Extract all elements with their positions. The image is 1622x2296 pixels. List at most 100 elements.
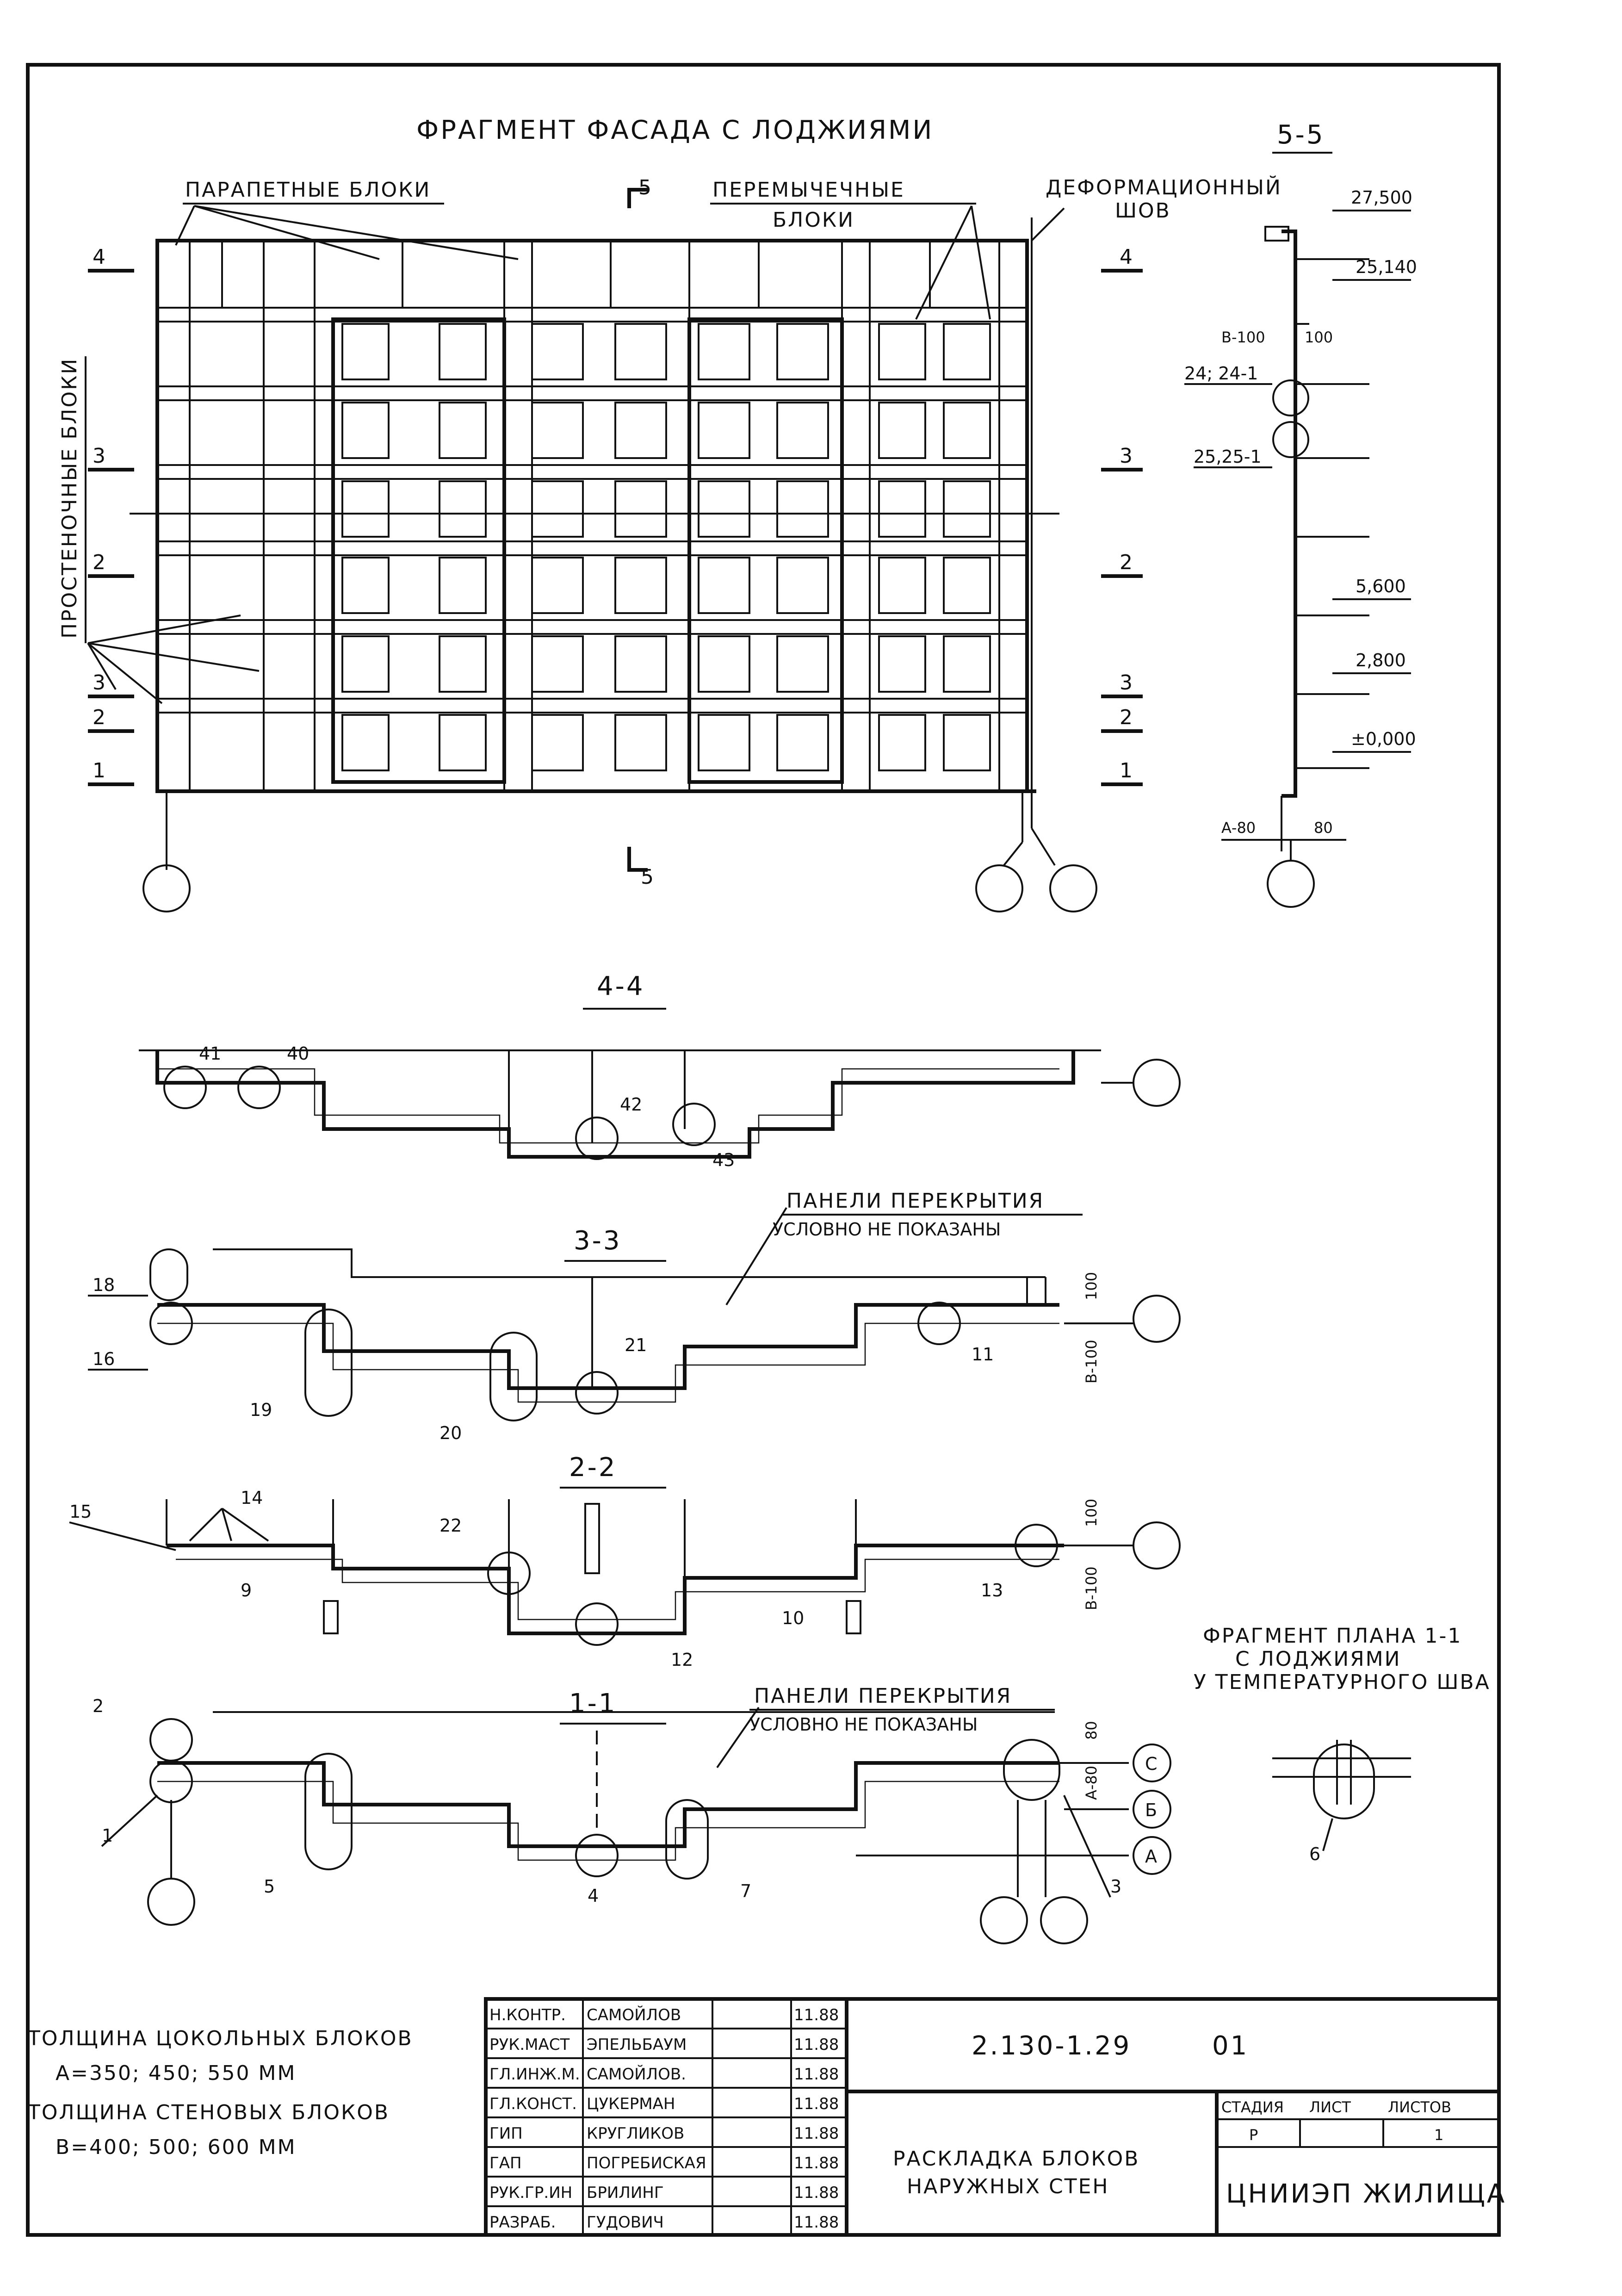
elevation-25140: 25,140 [1356,257,1417,277]
header-sheet: ЛИСТ [1309,2098,1351,2116]
section-5-5-title: 5-5 [1277,120,1325,150]
svg-text:20: 20 [440,1423,462,1443]
svg-text:ПАНЕЛИ ПЕРЕКРЫТИЯ: ПАНЕЛИ ПЕРЕКРЫТИЯ [786,1189,1044,1213]
node-6 [1313,1744,1375,1819]
stamp-name-2: САМОЙЛОВ. [587,2065,686,2084]
plan-2-2: 2-2 15 14 9 22 10 12 13 В-100 100 [69,1452,1181,1670]
stamp-role-2: ГЛ.ИНЖ.М. [489,2065,580,2084]
sheets-value: 1 [1434,2126,1443,2144]
axis-bubble-1 [142,864,191,912]
sheet-code: 01 [1212,2031,1249,2061]
section-mark-5-top: 5 [638,176,653,199]
svg-text:ПАНЕЛИ ПЕРЕКРЫТИЯ: ПАНЕЛИ ПЕРЕКРЫТИЯ [754,1684,1012,1708]
svg-text:15: 15 [69,1502,92,1522]
stamp-date-2: 11.88 [794,2065,839,2084]
sheet-frame [26,63,1501,2237]
stamp-date-5: 11.88 [794,2154,839,2172]
svg-text:100: 100 [1083,1499,1100,1527]
svg-text:6: 6 [1309,1844,1320,1864]
svg-text:40: 40 [287,1043,309,1064]
dim-a80-val: 80 [1314,819,1333,837]
stamp-role-3: ГЛ.КОНСТ. [489,2095,577,2113]
wall-title: ТОЛЩИНА СТЕНОВЫХ БЛОКОВ [27,2101,390,2124]
node-12 [575,1602,619,1646]
axis-bubble-p11-3 [1040,1896,1088,1944]
svg-text:2: 2 [93,1696,104,1716]
callout-24: 24; 24-1 [1184,363,1258,384]
svg-text:1: 1 [93,759,107,782]
stamp-name-4: КРУГЛИКОВ [587,2124,684,2143]
svg-text:18: 18 [93,1275,115,1295]
svg-text:В-100: В-100 [1083,1340,1100,1384]
svg-text:42: 42 [620,1094,642,1115]
stamp-date-3: 11.88 [794,2095,839,2113]
svg-text:5: 5 [264,1876,275,1897]
thickness-notes: ТОЛЩИНА ЦОКОЛЬНЫХ БЛОКОВ А=350; 450; 550… [27,2027,413,2159]
stamp-role-7: РАЗРАБ. [489,2213,556,2232]
axis-bubble-22 [1133,1521,1181,1570]
node-22 [487,1551,531,1595]
svg-text:16: 16 [93,1349,115,1369]
plinth-title: ТОЛЩИНА ЦОКОЛЬНЫХ БЛОКОВ [27,2027,413,2050]
svg-text:УСЛОВНО НЕ ПОКАЗАНЫ: УСЛОВНО НЕ ПОКАЗАНЫ [749,1714,978,1735]
stamp-name-7: ГУДОВИЧ [587,2213,664,2232]
section-5-5: 5-5 27,500 25,140 5,600 2,800 ±0,000 В-1… [1184,120,1417,908]
plan-2-2-title: 2-2 [569,1452,617,1483]
label-lintel-blocks: ПЕРЕМЫЧЕЧНЫЕ [712,178,905,202]
svg-text:У ТЕМПЕРАТУРНОГО ШВА: У ТЕМПЕРАТУРНОГО ШВА [1194,1670,1491,1694]
stamp-role-6: РУК.ГР.ИН [489,2184,572,2202]
plan-1-1: 1-1 2 1 5 4 7 3 А-80 80 С Б А [93,1688,1171,1944]
header-stage: СТАДИЯ [1221,2098,1284,2116]
cut-marks-right: 4 3 2 3 2 1 [1101,245,1143,786]
cut-marks-left: 4 3 2 3 2 1 [88,245,134,786]
svg-text:11: 11 [972,1344,994,1365]
svg-text:2: 2 [93,706,107,729]
node-7 [665,1799,709,1880]
plan-4-4: 4-4 41 40 42 43 [139,971,1181,1170]
svg-text:4: 4 [1120,245,1134,269]
svg-text:80: 80 [1083,1721,1100,1740]
svg-text:22: 22 [440,1515,462,1536]
svg-text:2: 2 [1120,551,1134,574]
svg-text:В-100: В-100 [1083,1566,1100,1610]
svg-text:С ЛОДЖИЯМИ: С ЛОДЖИЯМИ [1235,1647,1401,1671]
facade-drawing: ФРАГМЕНТ ФАСАДА С ЛОДЖИЯМИ ПАРАПЕТНЫЕ БЛ… [58,115,1282,912]
svg-text:1: 1 [1120,759,1134,782]
stamp-role-0: Н.КОНТР. [489,2006,566,2024]
svg-text:А: А [1145,1846,1157,1867]
node-13 [1015,1524,1058,1567]
elevation-0000: ±0,000 [1351,729,1416,749]
svg-text:2: 2 [93,551,107,574]
node-5 [304,1753,353,1870]
node-41 [163,1066,207,1109]
svg-text:3: 3 [1120,444,1134,468]
stamp-role-5: ГАП [489,2154,522,2172]
node-21 [575,1371,619,1415]
stage-value: Р [1249,2126,1258,2144]
label-deformation-joint: ДЕФОРМАЦИОННЫЙ [1046,175,1282,199]
node-18 [149,1248,188,1301]
svg-text:7: 7 [740,1881,751,1901]
svg-text:3: 3 [93,671,107,695]
dim-b100: В-100 [1221,329,1265,346]
svg-text:21: 21 [625,1335,647,1355]
sheet-title-2: НАРУЖНЫХ СТЕН [907,2175,1109,2198]
node-40 [237,1066,281,1109]
label-lintel-blocks-2: БЛОКИ [773,208,854,232]
doc-code: 2.130-1.29 [972,2031,1131,2061]
node-42 [575,1117,619,1160]
stamp-date-1: 11.88 [794,2035,839,2054]
svg-text:1: 1 [102,1825,113,1846]
svg-text:14: 14 [241,1488,263,1508]
svg-text:12: 12 [671,1650,693,1670]
axis-bubble-44 [1133,1059,1181,1107]
plan-1-1-title: 1-1 [569,1688,617,1719]
plinth-values: А=350; 450; 550 ММ [56,2061,296,2085]
svg-text:4: 4 [93,245,107,269]
organization: ЦНИИЭП ЖИЛИЩА [1226,2179,1506,2209]
node-16 [149,1302,193,1345]
wall-values: В=400; 500; 600 ММ [56,2135,297,2159]
node-2 [149,1718,193,1762]
svg-text:2: 2 [1120,706,1134,729]
